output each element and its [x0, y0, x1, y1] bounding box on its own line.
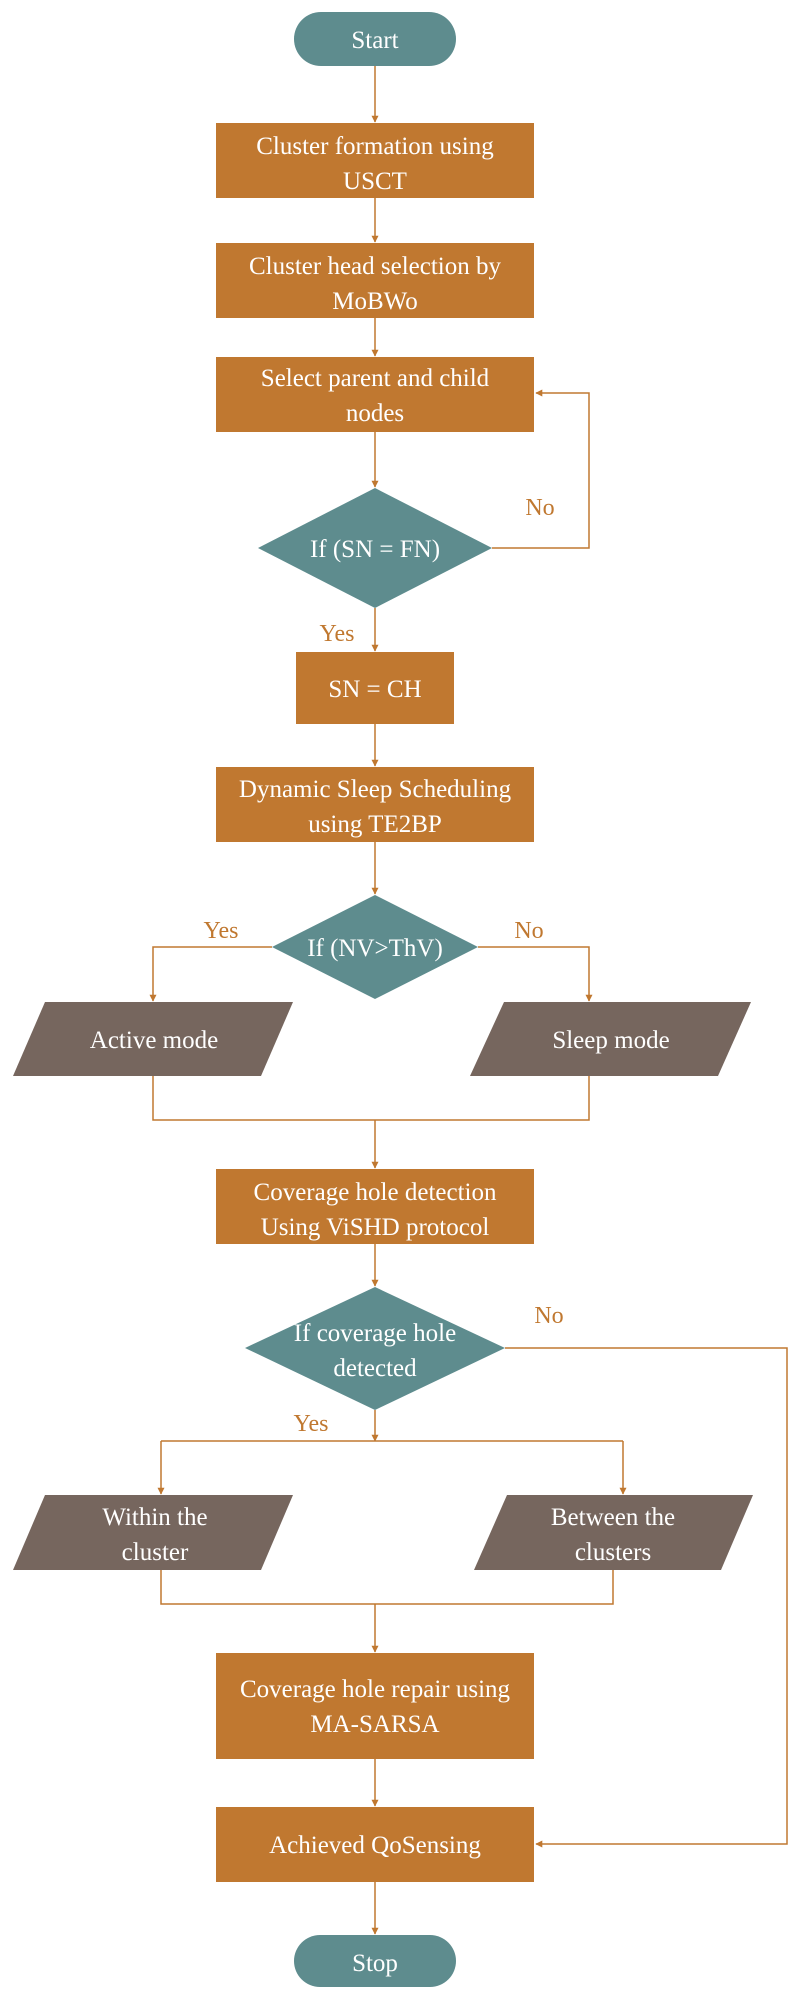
connectors: [149, 66, 788, 1935]
edge-location-merge: [160, 1570, 614, 1605]
sn-ch-box: [296, 652, 454, 724]
node-labels: Start Cluster formation using USCT Clust…: [90, 27, 675, 1977]
select-nodes-label-1: Select parent and child: [261, 365, 490, 392]
hole-detection-label-1: Coverage hole detection: [254, 1179, 497, 1206]
between-clusters-io: [474, 1495, 753, 1570]
between-clusters-label-2: clusters: [575, 1539, 651, 1566]
edge-decision2-yes: [149, 946, 272, 1002]
hole-repair-label-1: Coverage hole repair using: [240, 1676, 511, 1703]
branch-hole-no: No: [534, 1303, 563, 1329]
hole-detection-box: [216, 1169, 534, 1244]
branch-hole-yes: Yes: [294, 1411, 329, 1437]
branch-sn-fn-no: No: [525, 495, 554, 521]
decision-sn-fn-label: If (SN = FN): [310, 536, 440, 563]
hole-repair-label-2: MA-SARSA: [310, 1711, 439, 1738]
hole-repair-box: [216, 1653, 534, 1759]
select-nodes-box: [216, 357, 534, 432]
stop-label: Stop: [352, 1950, 398, 1977]
active-mode-io: [13, 1002, 293, 1076]
branch-sn-fn-yes: Yes: [320, 621, 355, 647]
branch-nv-no: No: [514, 918, 543, 944]
qosensing-box: [216, 1807, 534, 1882]
sleep-mode-label: Sleep mode: [552, 1027, 669, 1054]
decision-hole-label-1: If coverage hole: [294, 1320, 456, 1347]
sn-ch-label: SN = CH: [328, 676, 421, 703]
decision-hole-diamond: [245, 1287, 505, 1410]
sleep-scheduling-label-1: Dynamic Sleep Scheduling: [239, 776, 512, 803]
cluster-formation-label-1: Cluster formation using: [256, 133, 494, 160]
cluster-formation-label-2: USCT: [343, 168, 407, 195]
edge-decision3-no: [505, 1347, 788, 1848]
edge-decision2-no: [478, 946, 593, 1002]
within-cluster-io: [13, 1495, 293, 1570]
cluster-formation-box: [216, 123, 534, 198]
decision-nv-label: If (NV>ThV): [307, 935, 443, 962]
active-mode-label: Active mode: [90, 1027, 218, 1054]
decision-sn-fn-diamond: [258, 488, 492, 608]
branch-labels: No Yes Yes No No Yes: [204, 495, 564, 1437]
decision-nv-diamond: [272, 895, 478, 999]
ch-selection-label-1: Cluster head selection by: [249, 253, 502, 280]
ch-selection-label-2: MoBWo: [332, 288, 418, 315]
qosensing-label: Achieved QoSensing: [269, 1832, 481, 1859]
edge-decision1-no-loop: [492, 389, 590, 549]
hole-detection-label-2: Using ViSHD protocol: [261, 1214, 490, 1241]
start-label: Start: [351, 27, 398, 54]
select-nodes-label-2: nodes: [346, 400, 404, 427]
between-clusters-label-1: Between the: [551, 1504, 675, 1531]
decision-hole-label-2: detected: [333, 1355, 417, 1382]
sleep-mode-io: [470, 1002, 751, 1076]
start-terminal: [294, 12, 456, 66]
sleep-scheduling-box: [216, 767, 534, 842]
sleep-scheduling-label-2: using TE2BP: [308, 811, 442, 838]
stop-terminal: [294, 1935, 456, 1987]
within-cluster-label-1: Within the: [102, 1504, 207, 1531]
branch-nv-yes: Yes: [204, 918, 239, 944]
within-cluster-label-2: cluster: [122, 1539, 189, 1566]
edge-modes-merge: [152, 1076, 590, 1121]
ch-selection-box: [216, 243, 534, 318]
